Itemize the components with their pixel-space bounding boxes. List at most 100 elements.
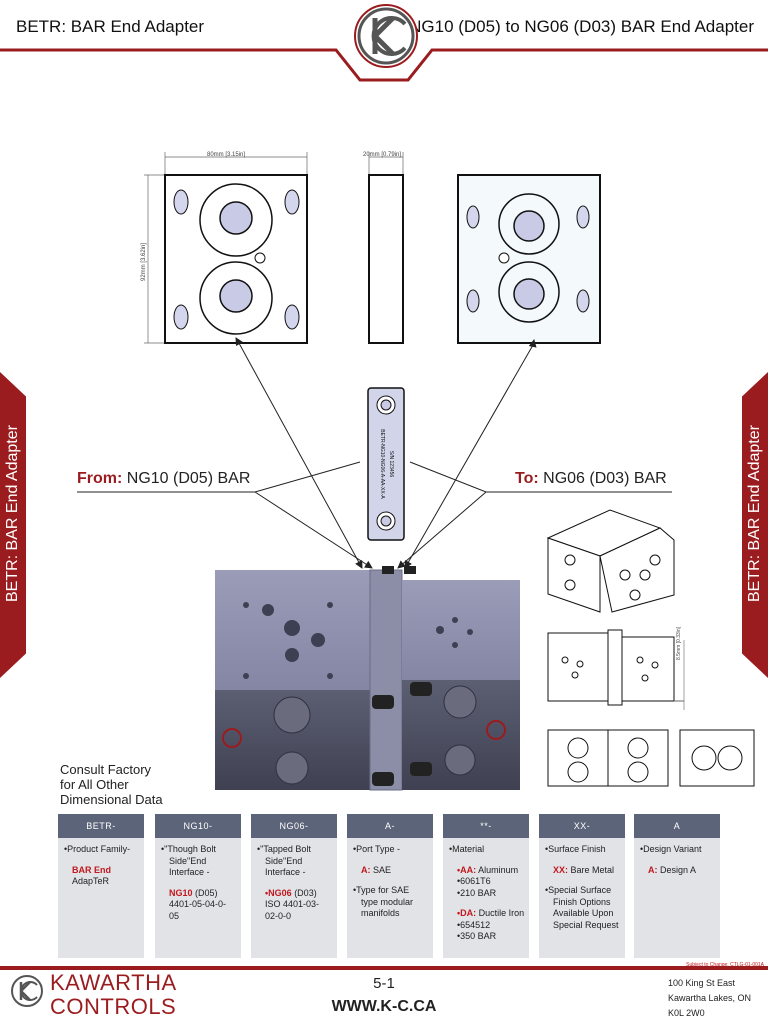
column-text: •Material — [449, 844, 485, 854]
header-title-left: BETR: BAR End Adapter — [16, 17, 205, 36]
column-text: •Product Family- — [64, 844, 131, 854]
column-text: Bare Metal — [570, 864, 615, 875]
side-assembly-view — [547, 629, 685, 710]
column-text: (D05) — [195, 887, 218, 898]
column-text: Aluminum — [478, 864, 519, 875]
column-design-variant: A •Design Variant A: Design A — [634, 814, 720, 958]
column-text: (D03) — [294, 887, 317, 898]
column-text: •Port Type - — [353, 844, 401, 854]
assembly-3d-view — [215, 566, 520, 791]
column-text: manifolds — [361, 908, 400, 918]
brand-line-2: CONTROLS — [50, 994, 177, 1019]
column-text: Interface - — [265, 867, 306, 877]
column-surface-finish: XX- •Surface Finish XX: Bare Metal •Spec… — [539, 814, 625, 958]
column-family: BETR- •Product Family- BAR End AdapTeR — [58, 814, 144, 958]
column-highlight: •AA: — [457, 864, 477, 875]
column-text: Special Request — [553, 919, 619, 930]
column-highlight: A: — [648, 864, 658, 875]
column-text: •350 BAR — [457, 931, 497, 941]
part-engraving-1: BETR-NG10-NG06-A-AA-XX-A — [379, 429, 385, 499]
column-text: •210 BAR — [457, 887, 497, 898]
column-text: 05 — [169, 910, 180, 921]
from-key: From: — [77, 470, 123, 487]
column-highlight: BAR End — [72, 864, 111, 875]
column-text: Ductile Iron — [478, 908, 525, 918]
column-text: •Type for SAE — [353, 885, 410, 895]
to-label: To: NG06 (D03) BAR — [515, 470, 667, 488]
column-text: Available Upon — [553, 908, 614, 918]
from-value: NG10 (D05) BAR — [126, 470, 251, 487]
column-header: NG06- — [251, 814, 337, 838]
column-text: ISO 4401-03- — [265, 899, 320, 909]
front-view-ng10 — [164, 174, 308, 344]
column-text: 02-0-0 — [265, 910, 292, 921]
subject-to-change-note: Subject to Change: CTLG-01-001A — [686, 962, 764, 968]
header-title-right: NG10 (D05) to NG06 (D03) BAR End Adapter — [409, 17, 754, 36]
column-ng06: NG06- •"Tapped Bolt Side"End Interface -… — [251, 814, 337, 958]
column-highlight: XX: — [553, 864, 569, 875]
column-text: Side"End — [265, 855, 303, 866]
column-text: SAE — [373, 864, 392, 875]
column-text: Interface - — [169, 867, 210, 877]
adapter-plate-top: BETR-NG10-NG06-A-AA-XX-A S/N 123456 — [367, 387, 405, 541]
column-text: Design A — [660, 864, 697, 875]
website-link[interactable]: WWW.K-C.CA — [331, 998, 437, 1015]
column-text: AdapTeR — [72, 876, 110, 886]
address: 100 King St East Kawartha Lakes, ON K0L … — [668, 976, 751, 1021]
consult-note: Consult Factory for All Other Dimensiona… — [60, 762, 190, 807]
consult-line-2: for All Other — [60, 777, 129, 792]
to-key: To: — [515, 470, 539, 487]
iso-view — [546, 509, 675, 613]
column-header: BETR- — [58, 814, 144, 838]
column-header: **- — [443, 814, 529, 838]
column-text: 4401-05-04-0- — [169, 899, 227, 909]
footer-rule — [0, 966, 768, 970]
consult-line-1: Consult Factory — [60, 762, 152, 777]
dim-width-label: 80mm [3.15in] — [207, 152, 245, 158]
part-engraving-2: S/N 123456 — [388, 451, 394, 478]
column-text: •Design Variant — [640, 844, 702, 854]
dim-height-label: 92mm [3.62in] — [141, 243, 147, 281]
part-number-breakdown: BETR- •Product Family- BAR End AdapTeR N… — [58, 814, 720, 958]
column-text: Finish Options — [553, 896, 611, 907]
column-highlight: NG10 — [169, 887, 193, 898]
dim-side-label: 8.5mm [0.33in] — [676, 626, 682, 660]
bottom-views — [547, 729, 755, 787]
consult-line-3: Dimensional Data — [60, 792, 163, 807]
header-rule — [0, 48, 768, 82]
column-header: A- — [347, 814, 433, 838]
side-tab-right — [742, 372, 768, 678]
column-header: A — [634, 814, 720, 838]
side-tab-left — [0, 372, 26, 678]
column-text: •"Though Bolt — [161, 844, 216, 854]
column-text: type modular — [361, 896, 414, 907]
column-text: •Surface Finish — [545, 844, 606, 854]
column-text: •6061T6 — [457, 876, 491, 886]
column-highlight: •DA: — [457, 908, 477, 918]
page-header: BETR: BAR End Adapter NG10 (D05) to NG06… — [0, 0, 768, 84]
column-text: •Special Surface — [545, 885, 612, 895]
to-value: NG06 (D03) BAR — [543, 470, 667, 487]
kc-logo-footer — [11, 975, 43, 1007]
column-header: XX- — [539, 814, 625, 838]
from-label: From: NG10 (D05) BAR — [77, 470, 250, 488]
page-number: 5-1 — [373, 975, 395, 992]
back-view-ng06 — [457, 174, 601, 344]
address-line-2: Kawartha Lakes, ON — [668, 993, 752, 1003]
column-ng10: NG10- •"Though Bolt Side"End Interface -… — [155, 814, 241, 958]
column-header: NG10- — [155, 814, 241, 838]
column-text: Side"End — [169, 855, 207, 866]
brand-line-1: KAWARTHA — [50, 970, 177, 995]
address-line-1: 100 King St East — [668, 978, 736, 988]
column-port-type: A- •Port Type - A: SAE •Type for SAE typ… — [347, 814, 433, 958]
dim-thickness-label: 20mm [0.79in] — [363, 152, 401, 158]
kc-logo — [354, 4, 418, 68]
column-text: •"Tapped Bolt — [257, 844, 311, 854]
column-highlight: A: — [361, 864, 371, 875]
column-material: **- •Material •AA: Aluminum •6061T6 •210… — [443, 814, 529, 958]
side-view — [368, 174, 404, 344]
column-text: •654512 — [457, 919, 491, 930]
column-highlight: •NG06 — [265, 887, 292, 898]
address-line-3: K0L 2W0 — [668, 1008, 705, 1018]
